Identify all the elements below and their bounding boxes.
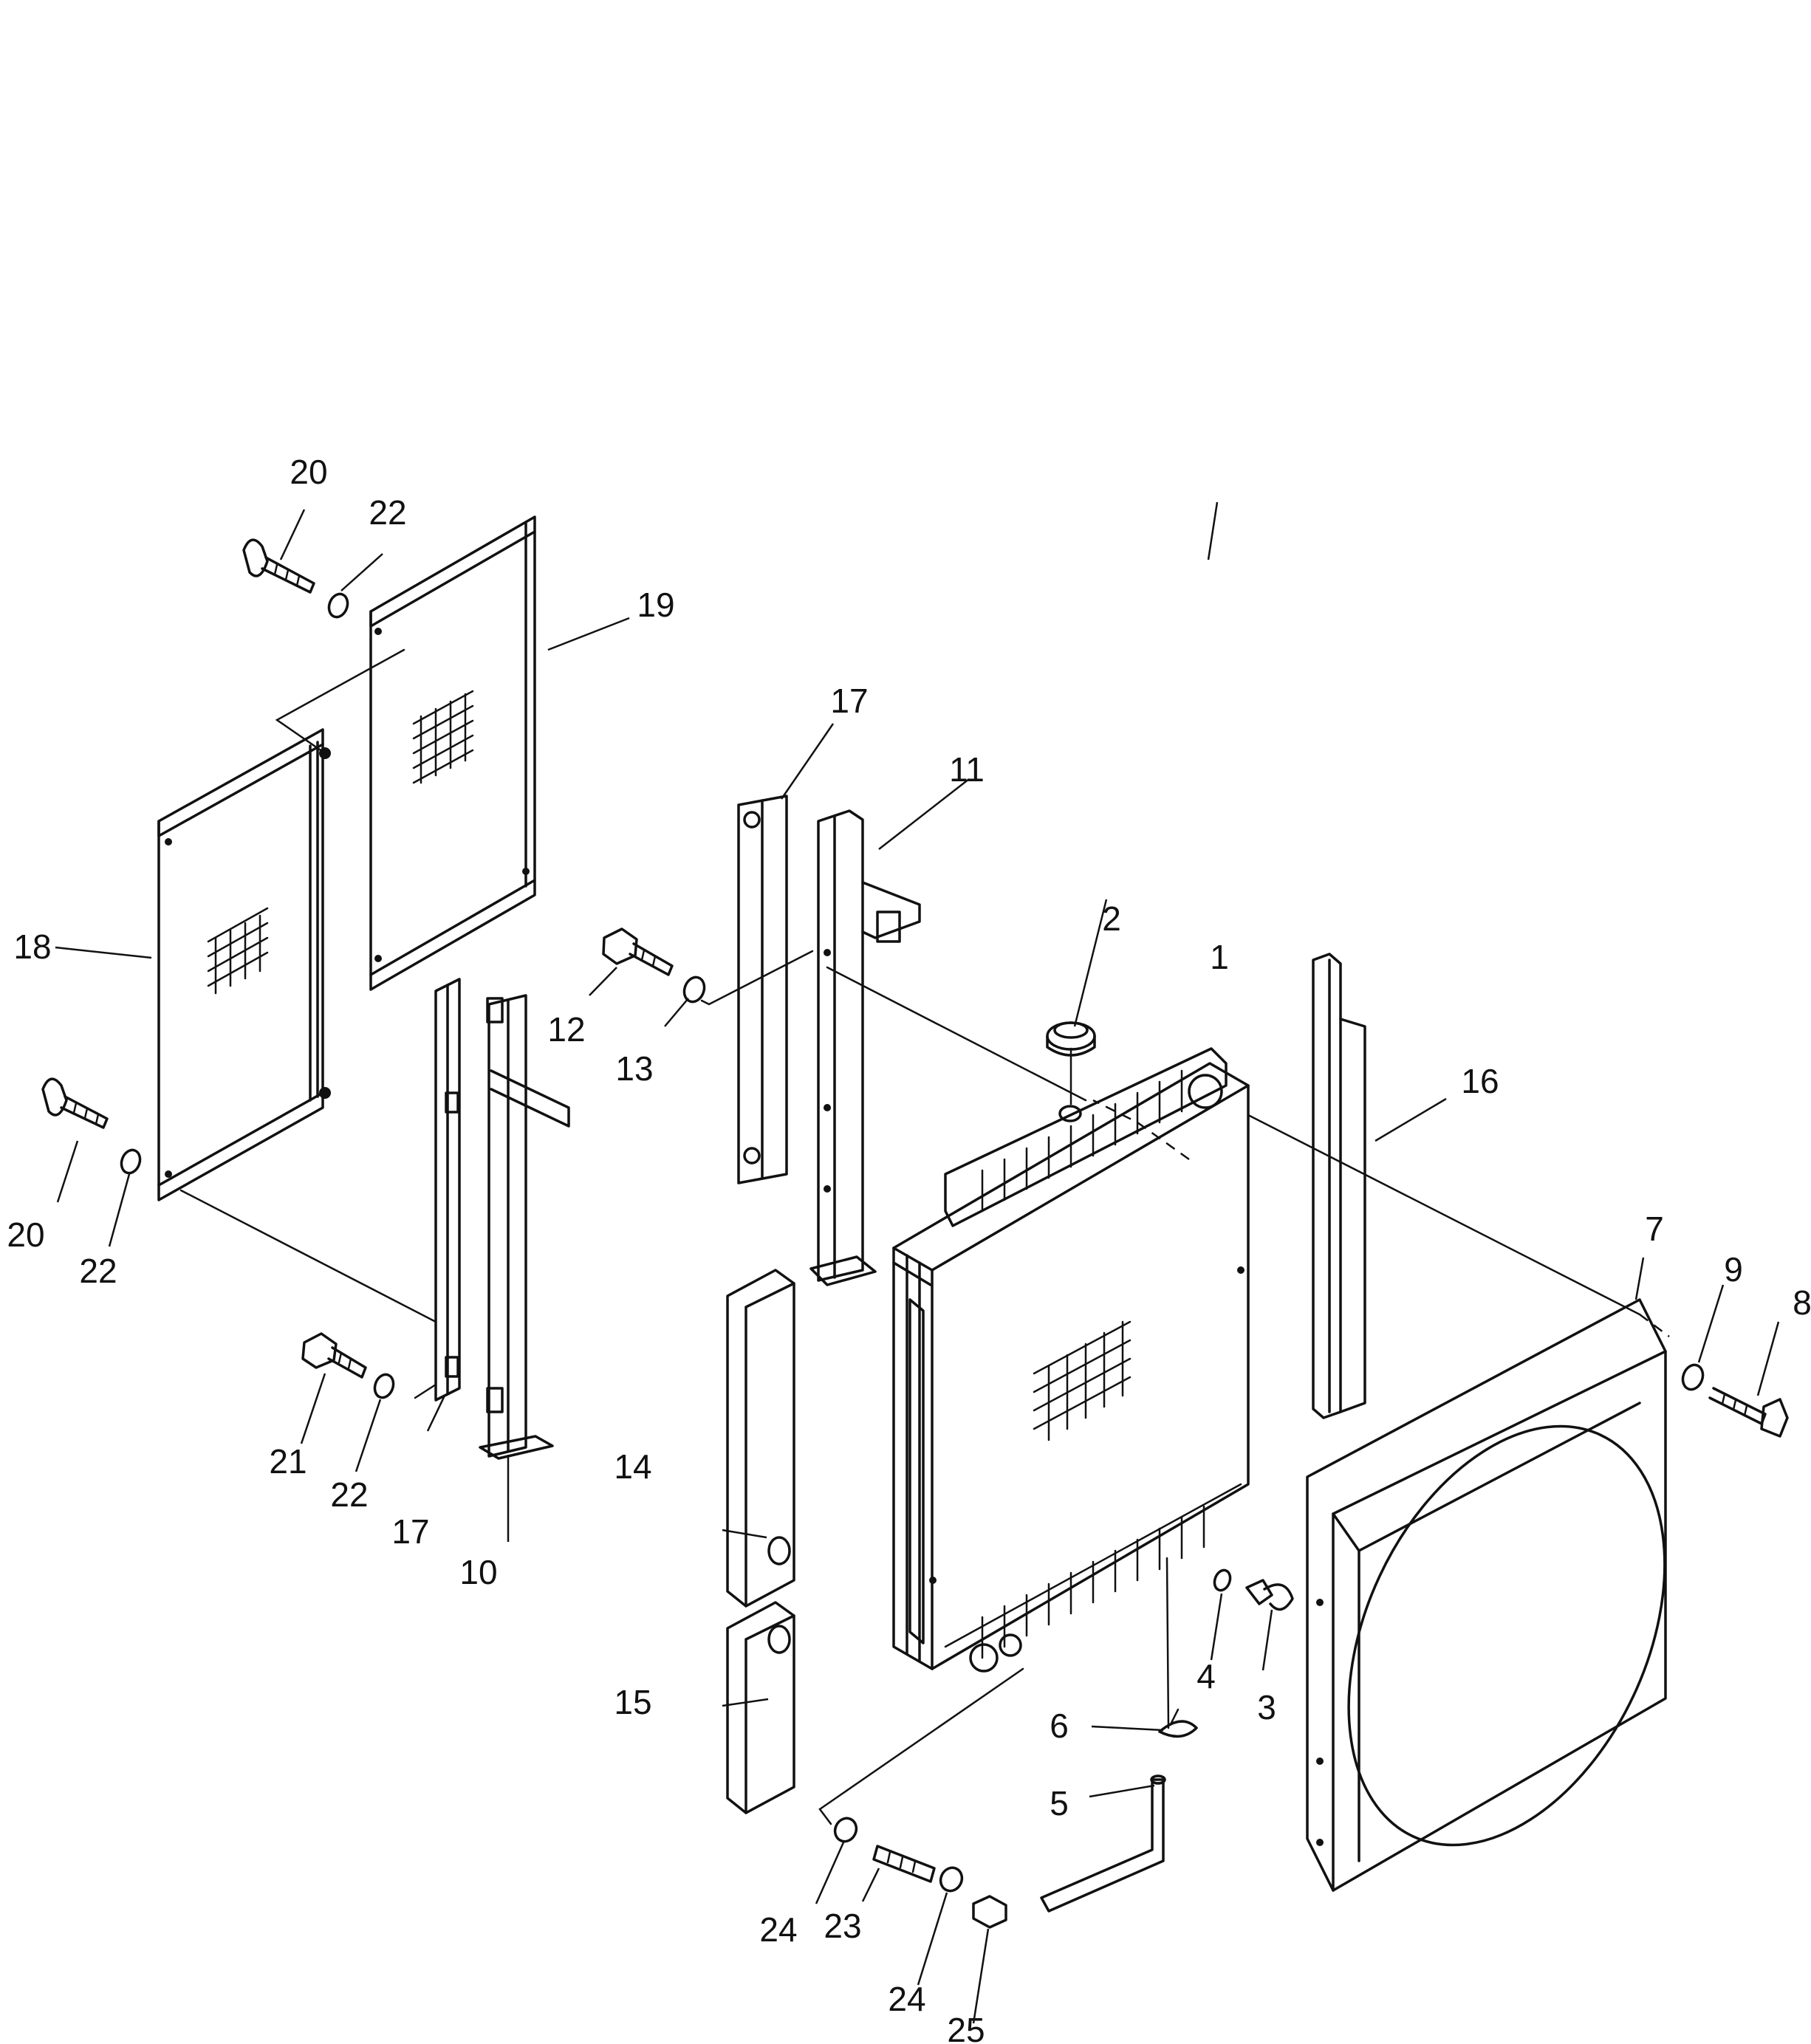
part-10-bracket — [479, 994, 570, 1460]
part-24-hose-clamp — [833, 1817, 964, 1893]
callout-6: 6 — [1050, 1707, 1069, 1745]
callout-20-bottom: 20 — [7, 1215, 44, 1254]
part-5-drain-hose — [1040, 1774, 1166, 1913]
part-17-right-strip — [737, 795, 788, 1184]
part-25-plug — [972, 1895, 1007, 1929]
callout-5: 5 — [1050, 1784, 1069, 1822]
part-20-wing-bolt-bottom — [41, 1077, 109, 1129]
callout-4: 4 — [1197, 1657, 1216, 1695]
part-8-bolt — [1708, 1387, 1789, 1438]
part-17-left-strip — [434, 978, 461, 1402]
callout-18: 18 — [13, 927, 51, 966]
part-22-washers — [120, 592, 395, 1399]
callout-1: 1 — [1210, 938, 1229, 976]
callout-24-left: 24 — [759, 1910, 797, 1949]
part-1-radiator — [892, 1047, 1250, 1673]
callout-22-bottom-mid: 22 — [330, 1475, 368, 1514]
callout-22-bottom-left: 22 — [79, 1252, 117, 1290]
callout-2: 2 — [1102, 899, 1121, 938]
part-21-bolt — [301, 1332, 367, 1379]
part-11-support-post — [809, 809, 921, 1286]
part-13-washer — [682, 975, 706, 1004]
callout-11: 11 — [949, 750, 985, 789]
callout-labels: 1 2 3 4 5 6 7 8 9 10 11 12 13 14 15 16 1… — [7, 453, 1811, 2044]
callout-12: 12 — [547, 1010, 585, 1049]
part-19-upper-screen — [369, 515, 536, 991]
part-4-o-ring — [1213, 1568, 1232, 1592]
callout-22-top: 22 — [369, 493, 406, 532]
callout-21: 21 — [269, 1442, 307, 1481]
callout-3: 3 — [1257, 1688, 1276, 1726]
part-15-seal — [726, 1601, 795, 1814]
assembly-guide-lines — [179, 648, 1670, 1825]
callout-7: 7 — [1645, 1210, 1664, 1248]
callout-leaders — [55, 501, 1780, 2024]
callout-20-top: 20 — [290, 453, 327, 491]
part-23-hose — [872, 1845, 936, 1883]
part-20-wing-bolt-top — [242, 538, 315, 594]
callout-15: 15 — [614, 1683, 651, 1721]
part-16-filler-strip — [1312, 953, 1366, 1419]
part-3-drain-cock — [1245, 1579, 1294, 1611]
callout-17-bottom: 17 — [391, 1512, 429, 1551]
callout-13: 13 — [615, 1049, 653, 1088]
callout-24-right: 24 — [888, 1980, 925, 2018]
callout-8: 8 — [1793, 1283, 1811, 1322]
part-9-washer — [1681, 1363, 1705, 1391]
callout-16: 16 — [1461, 1062, 1499, 1100]
part-7-fan-shroud — [1306, 1298, 1667, 1892]
callout-25: 25 — [947, 2011, 985, 2044]
callout-23: 23 — [824, 1907, 861, 1945]
part-14-seal — [726, 1269, 795, 1608]
callout-14: 14 — [614, 1447, 651, 1486]
callout-19: 19 — [637, 586, 674, 624]
callout-17-top: 17 — [830, 682, 868, 720]
callout-10: 10 — [459, 1553, 497, 1591]
part-18-lower-screen — [157, 728, 331, 1201]
part-6-clip — [1158, 1708, 1198, 1738]
part-12-bolt — [602, 927, 674, 976]
callout-9: 9 — [1724, 1250, 1743, 1289]
